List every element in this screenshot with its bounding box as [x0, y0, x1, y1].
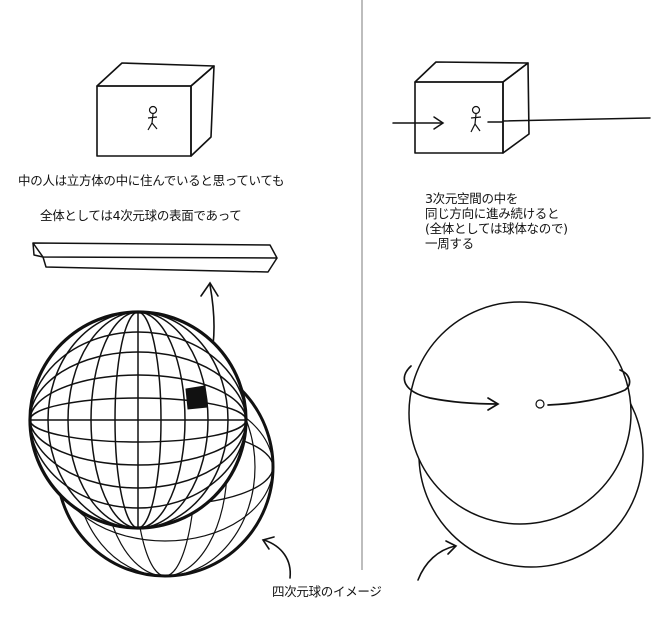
plain-spheres	[408, 301, 644, 568]
highlight-patch	[185, 385, 208, 410]
travel-line	[392, 116, 651, 130]
stick-figure-right	[470, 105, 482, 133]
caption-bottom: 四次元球のイメージ	[272, 584, 382, 599]
caption-right-line: (全体としては球体なので)	[425, 221, 568, 236]
cube-left	[96, 62, 215, 157]
cube-right	[414, 61, 530, 154]
front-sphere	[28, 310, 248, 530]
caption-right-line: 3次元空間の中を	[425, 191, 519, 206]
orbit-path	[403, 365, 631, 411]
caption-right-line: 同じ方向に進み続けると	[425, 206, 560, 221]
arrow-bottom-right	[417, 540, 458, 581]
slab	[32, 242, 278, 273]
caption-right: 3次元空間の中を 同じ方向に進み続けると (全体としては球体なので) 一周する	[425, 191, 568, 251]
stick-figure-left	[147, 105, 158, 131]
caption-cube: 中の人は立方体の中に住んでいると思っていても	[18, 173, 285, 188]
arrow-bottom-left	[261, 536, 291, 579]
caption-right-line: 一周する	[425, 236, 474, 251]
caption-slab: 全体としては4次元球の表面であって	[40, 208, 242, 223]
